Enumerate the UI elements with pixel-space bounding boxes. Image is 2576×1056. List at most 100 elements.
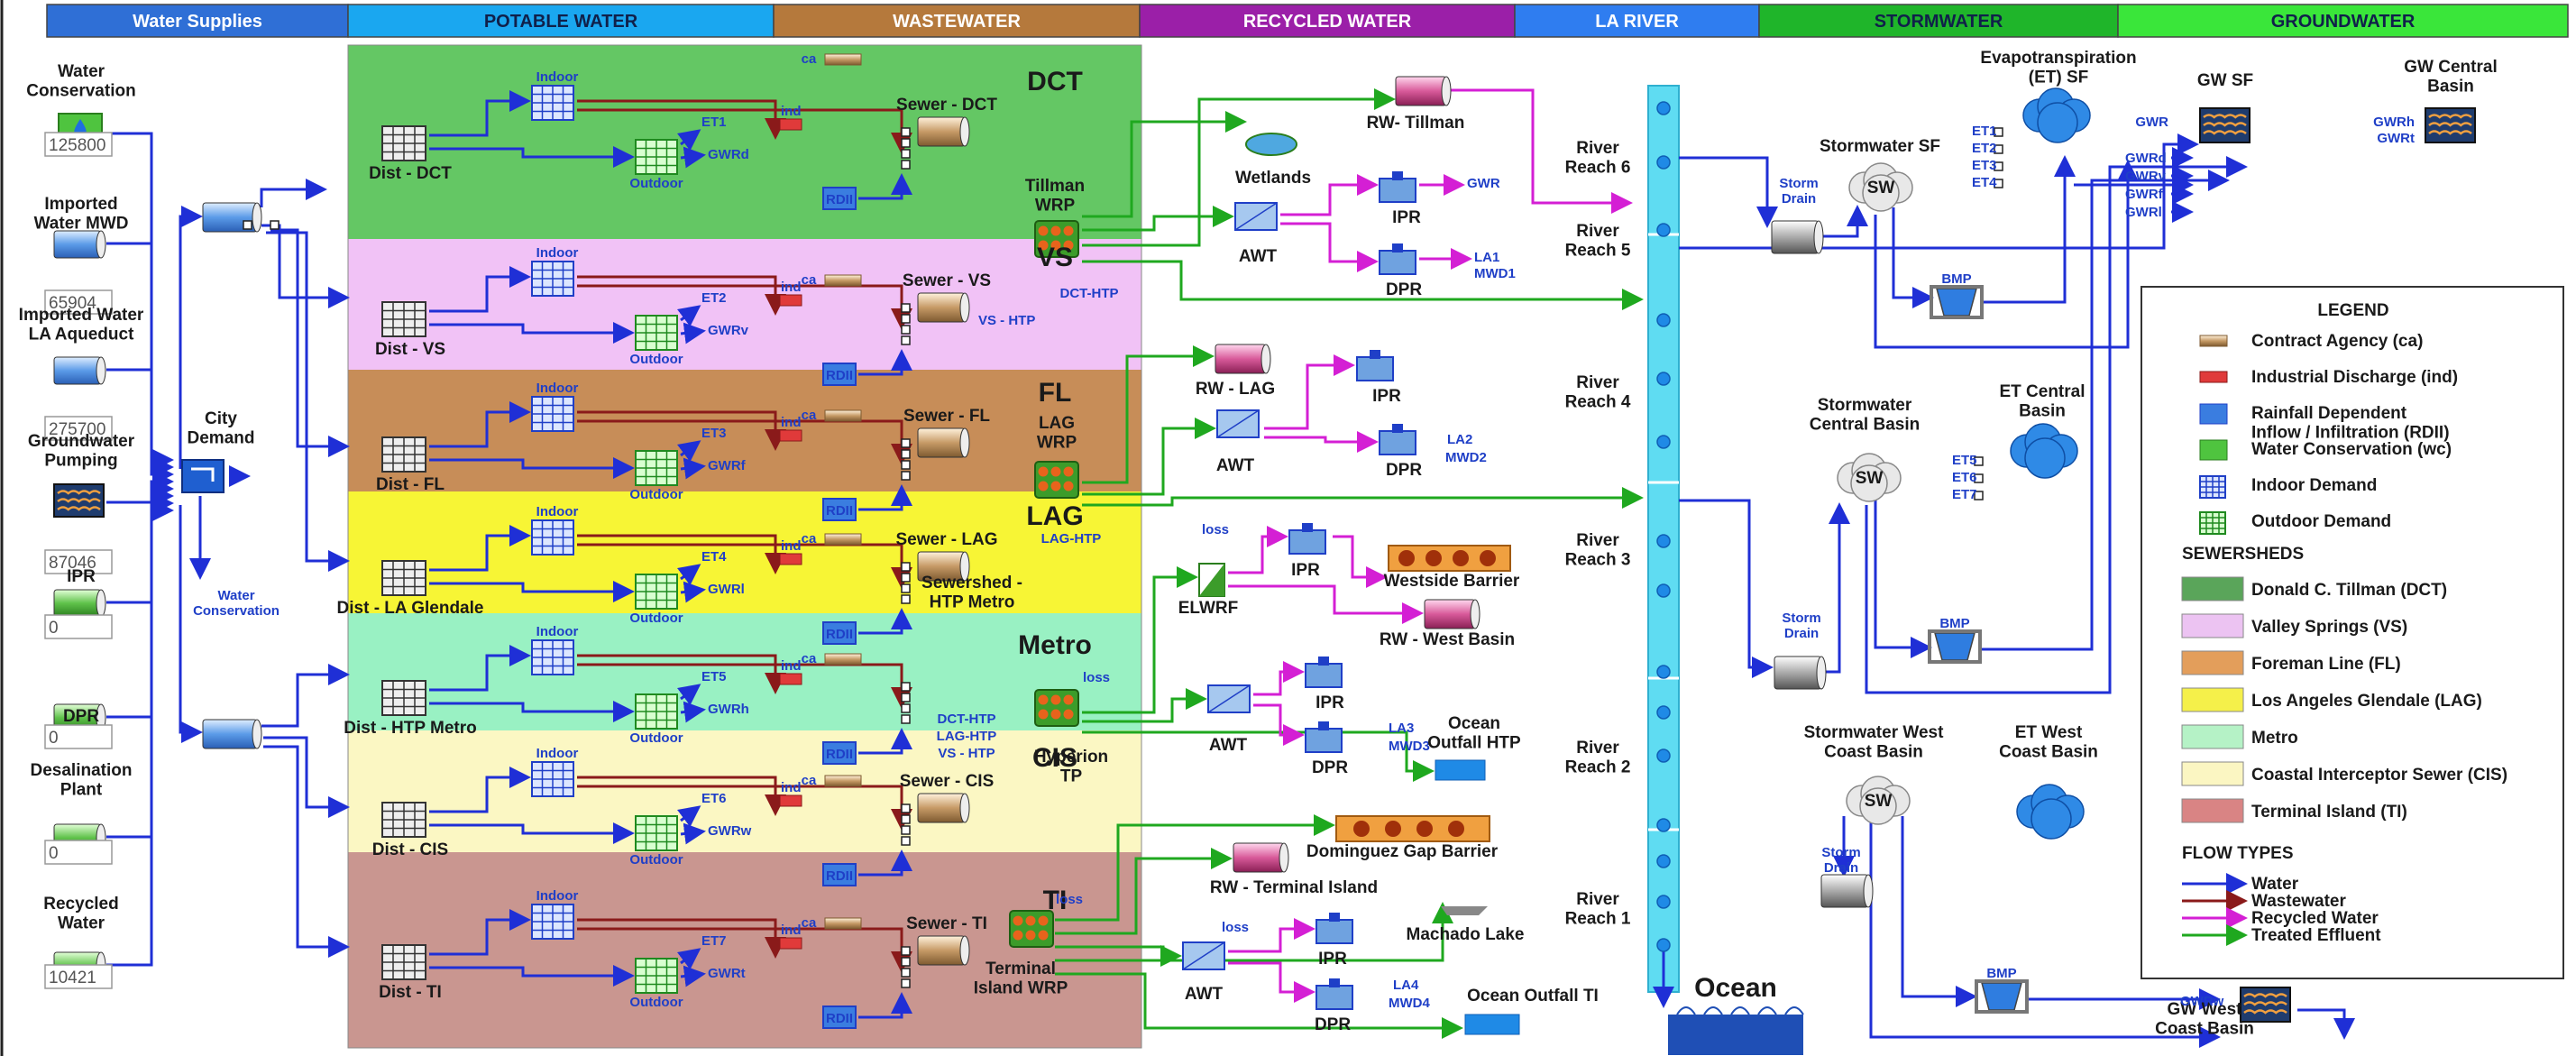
outdoor-grid-icon (2199, 511, 2226, 535)
flow-arrow (429, 581, 635, 602)
barrier-dot (1448, 821, 1464, 837)
legend-title: LEGEND (2317, 301, 2388, 320)
htp-inflow-1: LAG-HTP (937, 729, 997, 744)
header-2[interactable] (773, 4, 1141, 38)
sewer-pipe-CIS-end (959, 793, 970, 823)
bmp-central-icon (1934, 632, 1976, 661)
header-6[interactable] (2117, 4, 2569, 38)
legend-swatch-2 (2181, 650, 2244, 675)
rdii-label: RDII (826, 747, 853, 762)
sewershed-code-CIS: CIS (1032, 743, 1077, 773)
flow-arrow (429, 965, 635, 987)
flow-arrow (429, 322, 635, 344)
flow-arrow (577, 654, 786, 694)
et-label-VS: ET2 (701, 290, 727, 306)
flow-arrow (1082, 345, 1215, 484)
flow-arrow (1082, 260, 1644, 310)
supply-value-7-value: 10421 (49, 969, 96, 987)
header-0[interactable] (46, 4, 349, 38)
ca-label: ca (802, 408, 817, 423)
flow-arrow (677, 805, 701, 828)
et-label-Metro: ET5 (701, 669, 727, 684)
legend-flow-label-2: Recycled Water (2251, 909, 2379, 928)
flow-arrow (1055, 945, 1182, 967)
sw-label: SW (1856, 469, 1884, 488)
sw-west-icon (1846, 776, 1911, 825)
et-sf-item-2: ET3 (1972, 158, 1997, 173)
reach-node (1656, 895, 1671, 909)
et-sf-label: Evapotranspiration(ET) SF (1980, 49, 2136, 87)
awt-icon-3-diag (1207, 684, 1251, 713)
header-4[interactable] (1514, 4, 1760, 38)
mwd4-label: MWD4 (1389, 996, 1430, 1011)
rw-tillman-icon-end (1441, 76, 1452, 106)
awt-label-4: AWT (1185, 985, 1224, 1004)
outdoor-grid-VS (635, 315, 678, 351)
ind-label: ind (781, 658, 802, 674)
flow-arrow (1228, 918, 1316, 953)
ocean-label: Ocean (1694, 973, 1777, 1003)
sewer-label-VS: Sewer - VS (903, 271, 991, 290)
legend-item-3: Water Conservation (wc) (2251, 440, 2452, 459)
industrial-icon (779, 937, 802, 950)
gw-central-in-1: GWRt (2377, 131, 2415, 146)
ipr-icon-5 (1316, 919, 1353, 944)
port-icon (901, 471, 911, 481)
dist-grid-FL (381, 436, 426, 473)
ocean-wave (1730, 1006, 1750, 1015)
legend-sewershed-6: Terminal Island (TI) (2251, 803, 2407, 822)
flow-arrow (1082, 418, 1216, 496)
plant-dot (1038, 481, 1049, 491)
wetlands-label: Wetlands (1235, 169, 1311, 188)
contract-agency-icon (824, 409, 862, 422)
barrier-dot (1416, 821, 1433, 837)
bmp-label: BMP (1939, 616, 1969, 631)
reach-node (1656, 101, 1671, 115)
dpr-label-1: DPR (1386, 280, 1422, 299)
la4-label: LA4 (1393, 978, 1419, 993)
plant-dot (1038, 694, 1049, 705)
pipe-icon (53, 589, 102, 618)
industrial-icon (779, 118, 802, 131)
et-label-FL: ET3 (701, 426, 727, 441)
gwr-label-Metro: GWRh (708, 702, 749, 717)
reach-node (1656, 313, 1671, 327)
ipr-icon-4-cap (1318, 657, 1329, 666)
flow-arrow (429, 645, 531, 692)
dist-label-VS: Dist - VS (375, 340, 445, 359)
flow-arrow (677, 564, 701, 586)
la2-label: LA2 (1447, 432, 1472, 447)
storm-drain-sf-icon-end (1813, 220, 1824, 254)
flow-arrow (429, 909, 531, 956)
ind-label: ind (781, 538, 802, 554)
contract-agency-icon (2199, 335, 2228, 347)
flow-arrow (261, 224, 350, 308)
barrier-dot (1353, 821, 1370, 837)
flow-arrow (680, 146, 706, 169)
ocean-outfall-ti-icon (1464, 1014, 1520, 1035)
et-sf-item-1: ET2 (1972, 141, 1997, 156)
sewer-pipe-DCT-end (959, 116, 970, 147)
flow-arrow (577, 419, 912, 465)
flow-arrow (680, 322, 706, 344)
port-icon (901, 957, 911, 967)
supply-value-4-value: 0 (49, 619, 59, 638)
flow-arrow (429, 822, 635, 844)
htp-inflow-2: VS - HTP (938, 746, 995, 761)
header-1[interactable] (347, 4, 775, 38)
header-5[interactable] (1758, 4, 2119, 38)
bmp-west-icon-frame (1975, 979, 2029, 1014)
outdoor-label: Outdoor (629, 730, 683, 746)
plant-dot (1038, 709, 1049, 720)
legend-swatch-6 (2181, 798, 2244, 823)
ocean-outfall-icon (1435, 759, 1486, 781)
flow-arrow (1082, 566, 1198, 714)
loss-label: loss (1056, 892, 1083, 907)
flow-arrow (680, 581, 706, 603)
sewershed-code-FL: FL (1039, 378, 1072, 408)
